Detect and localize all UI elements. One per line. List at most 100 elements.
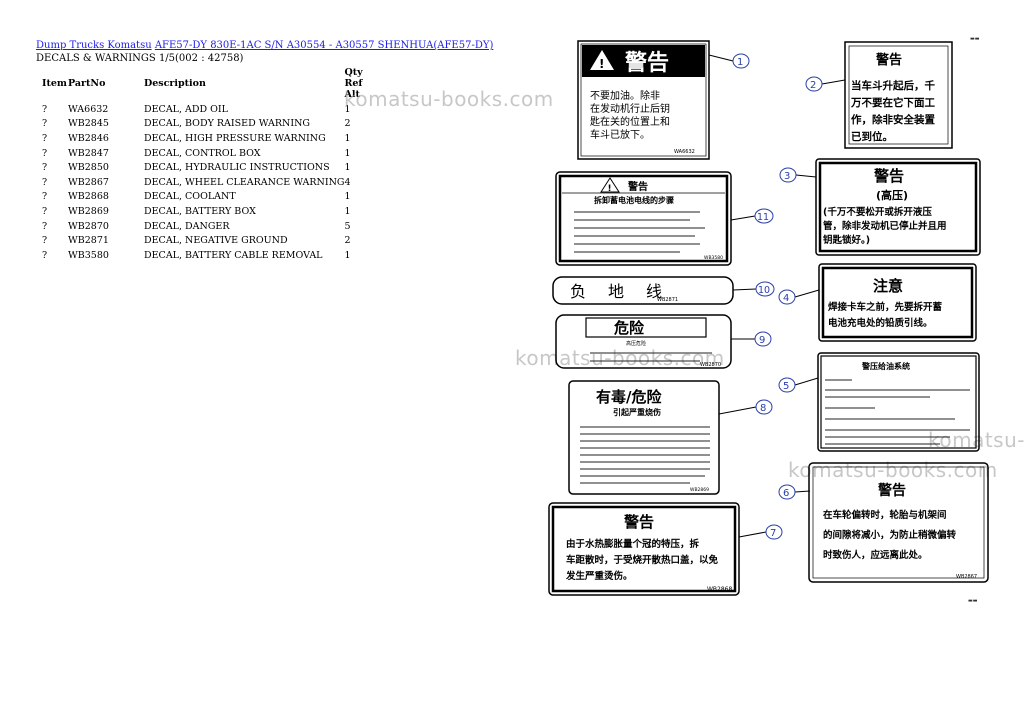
col-header-alt: Alt [344,89,360,100]
row-partno: WB2847 [68,147,109,159]
warning-triangle-icon: ! [600,177,620,194]
decal-8-title: 有毒/危险 [596,388,662,406]
callout-3: 3 [779,167,797,183]
decal-11-subtitle: 拆卸蓄电池电线的步骤 [594,195,674,205]
breadcrumb: Dump Trucks Komatsu AFE57-DY 830E-1AC S/… [36,40,493,51]
breadcrumb-link-dump-trucks[interactable]: Dump Trucks Komatsu [36,40,152,51]
decal-9-code: WB2870 [700,362,721,368]
decal-8 [568,380,720,495]
row-qty: 1 [344,103,351,115]
leader-lines [708,54,846,538]
table-row: ? WB2868 DECAL, COOLANT 1 [36,190,370,205]
decal-11 [555,171,732,266]
decal-10-title: 负地线 [570,282,684,301]
row-partno: WB2871 [68,235,109,247]
row-partno: WB2869 [68,205,109,217]
callout-label: 2 [810,80,816,91]
callout-8: 8 [755,399,773,415]
row-description: DECAL, WHEEL CLEARANCE WARNING [144,176,345,188]
row-item: ? [42,205,48,217]
decal-4-title: 注意 [873,277,903,295]
decal-2-line: 万不要在它下面工 [850,96,935,109]
row-partno: WB2870 [68,220,109,232]
row-qty: 1 [344,147,351,159]
decal-5 [817,352,980,452]
callout-label: 9 [759,335,765,346]
decal-9-subtitle: 高压危险 [626,340,646,347]
col-header-partno: PartNo [68,78,106,89]
row-item: ? [42,132,48,144]
decal-6-line: 在车轮偏转时，轮胎与机架间 [823,509,947,521]
decal-4 [818,263,977,342]
decal-7-line: 发生严重烫伤。 [565,570,633,582]
callout-label: 7 [770,528,776,539]
decal-2-title: 警告 [876,52,902,68]
decal-3-title: 警告 [873,167,904,185]
callout-9: 9 [754,331,772,347]
row-description: DECAL, ADD OIL [144,103,228,115]
decal-3-line: (千万不要松开或拆开液压 [823,206,932,218]
decal-2 [844,41,953,149]
row-partno: WB2868 [68,191,109,203]
callouts: 1 2 3 4 5 6 7 8 9 10 11 [732,53,823,540]
decal-4-line: 焊接卡车之前，先要拆开蓄 [828,301,943,313]
decal-4-line: 电池充电处的铅质引线。 [828,317,933,329]
breadcrumb-link-model[interactable]: AFE57-DY 830E-1AC S/N A30554 - A30557 SH… [154,40,494,51]
callout-10: 10 [755,281,775,297]
fine-print [574,211,970,484]
decal-6-line: 的间隙将减小，为防止稍微偏转 [823,529,957,541]
decal-6 [808,462,989,583]
decal-8-code: WB2869 [690,487,709,493]
col-header-qty-ref-alt: Qty Ref Alt [344,66,370,102]
callout-label: 5 [783,381,789,392]
decal-9-title: 危险 [614,319,645,337]
callout-label: 11 [757,212,769,223]
decal-5-title: 警压给油系统 [861,361,910,371]
row-partno: WB3580 [68,249,109,261]
decal-6-code: WB2867 [956,574,977,580]
row-qty: 2 [344,235,351,247]
col-header-description: Description [144,78,206,89]
callout-label: 8 [760,403,766,414]
decal-3 [815,158,981,256]
decal-3-subtitle: (高压) [876,188,908,202]
decal-7-title: 警告 [623,513,654,531]
row-description: DECAL, COOLANT [144,191,236,203]
callout-2: 2 [805,76,823,92]
row-qty: 5 [344,220,351,232]
col-header-item: Item [42,78,67,89]
row-qty: 4 [344,176,351,188]
row-description: DECAL, HYDRAULIC INSTRUCTIONS [144,162,330,174]
row-description: DECAL, BATTERY BOX [144,205,256,217]
callout-label: 4 [783,293,789,304]
callout-11: 11 [754,208,774,224]
decal-2-line: 已到位。 [851,130,893,143]
svg-text:!: ! [608,184,612,194]
row-qty: 1 [344,191,351,203]
decal-1-code: WA6632 [674,149,695,155]
callout-label: 1 [737,57,743,68]
callout-label: 10 [758,285,770,296]
row-qty: 2 [344,118,351,130]
parts-table: Item PartNo Description Qty Ref Alt ?WA6… [36,66,370,263]
decal-10-code: WB2871 [657,297,678,303]
row-qty: 1 [344,162,351,174]
decal-3-line: 管，除非发动机已停止并且用 [823,220,947,232]
callout-5: 5 [778,377,796,393]
table-row: ? WB2869 DECAL, BATTERY BOX 1 [36,204,370,219]
row-item: ? [42,103,48,115]
callout-1: 1 [732,53,750,69]
row-item: ? [42,118,48,130]
decal-8-subtitle: 引起严重烧伤 [613,407,661,417]
row-qty: 1 [344,205,351,217]
row-item: ? [42,249,48,261]
row-item: ? [42,191,48,203]
decal-diagram: ! ! 警告 不要加油。除非 在发动机行止后钥 匙在关的位置上和 车斗已放下。 … [548,40,989,596]
decal-6-title: 警告 [878,482,906,499]
